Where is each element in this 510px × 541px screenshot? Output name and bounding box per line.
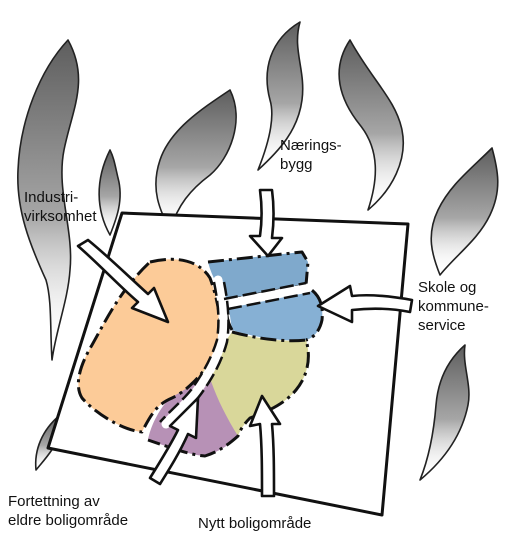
road-edge-4 bbox=[227, 291, 311, 311]
zone-industry bbox=[78, 259, 220, 432]
arrow-densification bbox=[148, 396, 200, 486]
outline-industry-housing bbox=[76, 257, 222, 434]
arrow-commercial bbox=[248, 188, 284, 258]
label-new-housing-line-1: Nytt boligområde bbox=[198, 515, 312, 532]
road-divider-top bbox=[221, 283, 313, 309]
arrow-school bbox=[316, 284, 414, 324]
label-commercial: Nærings- bygg bbox=[280, 136, 342, 174]
smoke-plume-center-left bbox=[155, 89, 237, 231]
label-school: Skole og kommune- service bbox=[418, 278, 489, 335]
road-edge-3 bbox=[223, 281, 307, 301]
road-divider-left bbox=[161, 275, 228, 429]
label-school-line-3: service bbox=[418, 317, 466, 334]
road-edge-1 bbox=[159, 281, 220, 423]
divider-roads bbox=[161, 275, 313, 429]
label-commercial-line-2: bygg bbox=[280, 156, 313, 173]
label-densification: Fortettning av eldre boligområde bbox=[8, 492, 128, 530]
label-densification-line-2: eldre boligområde bbox=[8, 512, 129, 529]
zone-new-housing bbox=[202, 332, 309, 436]
label-new-housing: Nytt boligområde bbox=[198, 514, 311, 533]
label-industry: Industri- virksomhet bbox=[24, 188, 97, 226]
smoke-plume-left bbox=[17, 39, 80, 361]
smoke-plume-right-lower bbox=[419, 344, 470, 481]
smoke-plume-top-right bbox=[338, 39, 404, 211]
label-school-line-2: kommune- bbox=[418, 298, 489, 315]
label-school-line-1: Skole og bbox=[418, 279, 477, 296]
smoke-plume-right bbox=[430, 147, 499, 276]
label-industry-line-1: Industri- bbox=[24, 189, 79, 206]
label-densification-line-1: Fortettning av bbox=[8, 493, 100, 510]
arrow-industry bbox=[76, 238, 170, 324]
arrows bbox=[76, 188, 414, 498]
smoke-plume-left-inner bbox=[98, 149, 121, 236]
arrow-new-housing bbox=[248, 394, 282, 498]
smoke-plume-center bbox=[257, 21, 304, 171]
label-industry-line-2: virksomhet bbox=[24, 208, 97, 225]
outline-residential-block bbox=[147, 330, 310, 458]
smoke-plumes bbox=[17, 21, 499, 481]
outline-school bbox=[225, 284, 324, 342]
label-commercial-line-1: Nærings- bbox=[280, 137, 342, 154]
